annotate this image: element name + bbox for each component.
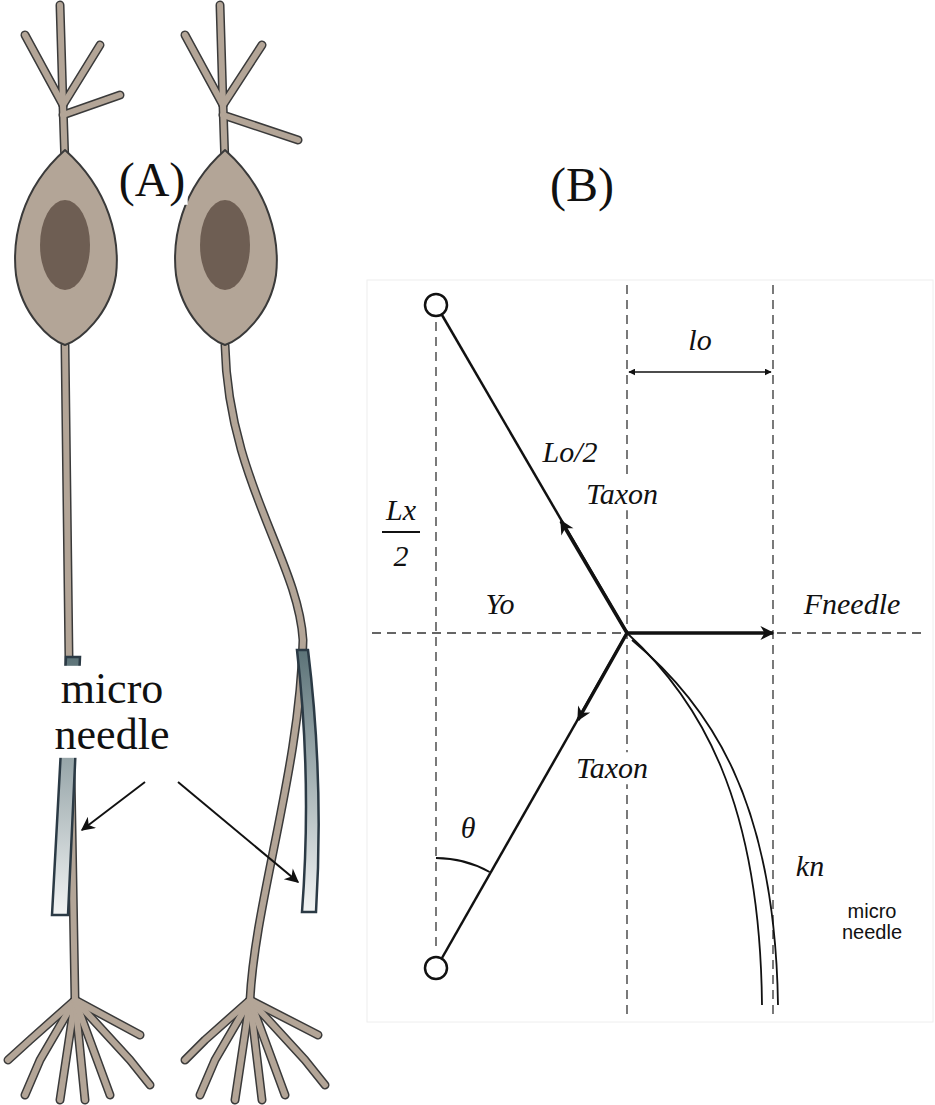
guide-lines xyxy=(372,285,925,1015)
angle-label: θ xyxy=(459,812,478,844)
fraction-bar xyxy=(382,531,420,533)
length-label: Lo/2 xyxy=(540,436,599,468)
micro-needle-b xyxy=(627,633,778,1005)
angle-arc xyxy=(436,858,490,872)
dimension-label: lo xyxy=(686,324,713,356)
stiffness-label: kn xyxy=(794,850,826,882)
tension-arrow xyxy=(578,633,627,720)
panel-frame xyxy=(367,280,933,1022)
part-label: micro needle xyxy=(35,666,189,758)
force-label: Fneedle xyxy=(802,588,903,620)
panel-letter: (A) xyxy=(117,155,188,205)
axon-segment xyxy=(442,315,627,633)
neuron-right xyxy=(175,5,325,1100)
offset-label: Yo xyxy=(484,588,517,620)
dimension-arrow xyxy=(629,371,771,373)
micro-needle-right xyxy=(297,650,319,912)
axon-end xyxy=(425,294,447,316)
force-label: Taxon xyxy=(584,478,660,510)
panel-letter: (B) xyxy=(548,160,616,210)
fraction-bottom: 2 xyxy=(392,540,411,572)
axon-end xyxy=(425,957,447,979)
force-label: Taxon xyxy=(574,752,650,784)
leader-arrow xyxy=(178,782,298,882)
fraction-top: Lx xyxy=(384,494,418,526)
leader-arrow xyxy=(82,782,145,830)
axon-segment xyxy=(442,633,627,958)
needle-force-arrow xyxy=(627,631,773,635)
tension-arrow xyxy=(561,521,627,633)
part-label: micro needle xyxy=(825,901,919,943)
